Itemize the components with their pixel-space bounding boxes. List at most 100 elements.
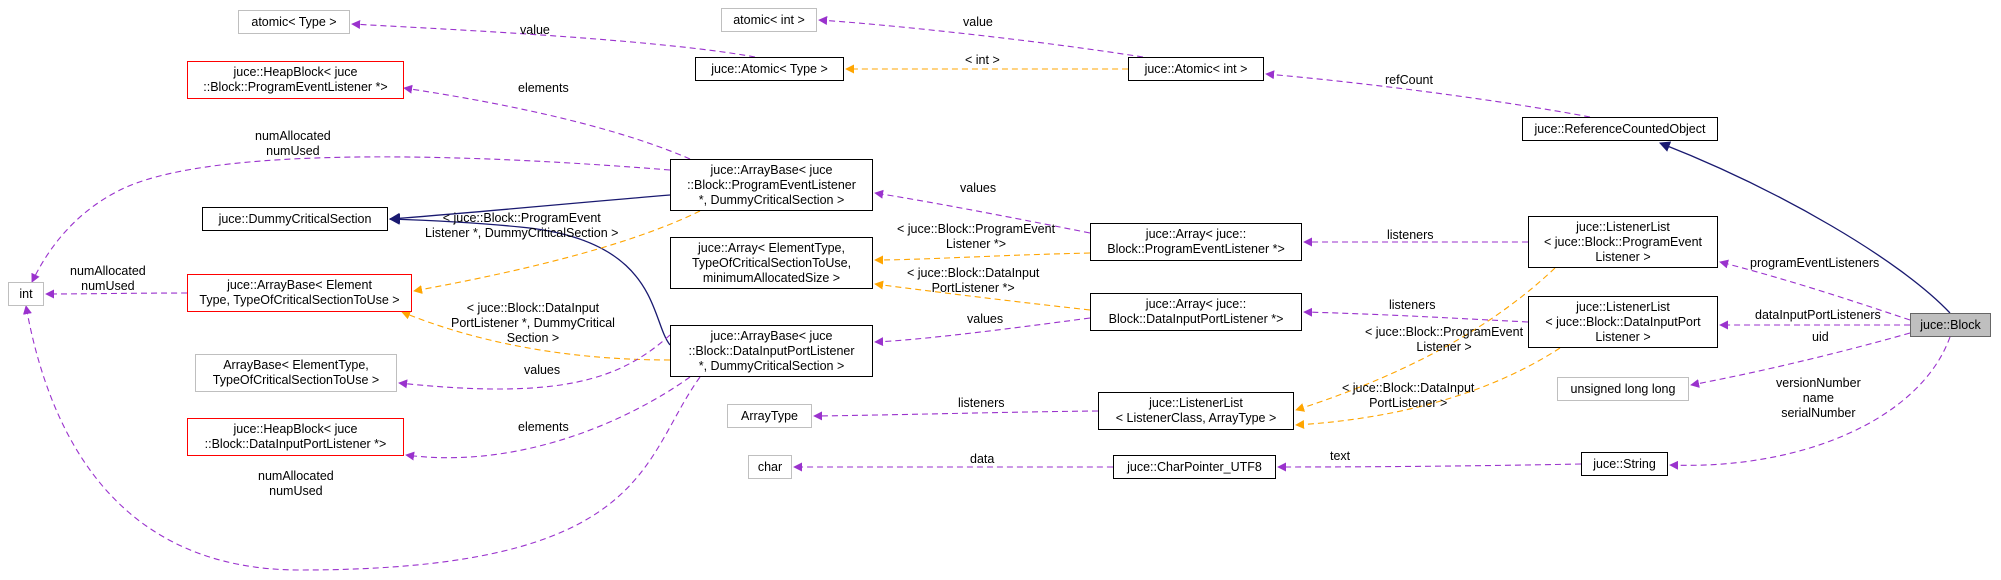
edge-block-to-string <box>1669 336 1951 470</box>
node-listenerlist-program-event-listener[interactable]: juce::ListenerList< juce::Block::Program… <box>1528 216 1718 268</box>
edge-label-line: < juce::Block::DataInput <box>466 301 600 315</box>
node-text-line: Listener > <box>1595 329 1651 344</box>
node-text-line: *, DummyCriticalSection > <box>698 192 845 207</box>
node-text-line: Block::DataInputPortListener *> <box>1108 312 1284 326</box>
edge-string-to-charptr <box>1277 462 1582 472</box>
edge-label-line: < int > <box>965 53 1000 67</box>
node-atomic-int-class[interactable]: juce::Atomic< int > <box>1128 57 1264 81</box>
edge-label-line: programEventListeners <box>1750 256 1880 270</box>
node-array-data-input-port-listener[interactable]: juce::Array< juce::Block::DataInputPortL… <box>1090 293 1302 331</box>
node-atomic-type[interactable]: atomic< Type > <box>238 10 350 34</box>
edge-label-value-atomic-int: value <box>963 15 993 30</box>
edge-label-data: data <box>970 452 994 467</box>
node-text-line: ::Block::DataInputPortListener <box>688 343 855 358</box>
edge-label-line: numAllocated <box>255 129 331 143</box>
edge-label-line: dataInputPortListeners <box>1755 308 1881 322</box>
edge-label-line: listeners <box>1387 228 1434 242</box>
node-heapblock-data-input-port-listener[interactable]: juce::HeapBlock< juce::Block::DataInputP… <box>187 418 404 456</box>
edge-label-line: refCount <box>1385 73 1433 87</box>
node-atomic-int[interactable]: atomic< int > <box>721 8 817 32</box>
edge-label-listeners-arraytype: listeners <box>958 396 1005 411</box>
node-text-line: < juce::Block::DataInputPort <box>1545 314 1701 329</box>
edge-label-elements-heapblock-dipl: elements <box>518 420 569 435</box>
node-arraybase-program-event-listener[interactable]: juce::ArrayBase< juce::Block::ProgramEve… <box>670 159 873 211</box>
node-text-line: Block::ProgramEventListener *> <box>1107 242 1285 256</box>
edge-label-line: < juce::Block::ProgramEvent <box>442 211 601 225</box>
edge-label-value-atomic-type: value <box>520 23 550 38</box>
edge-label-line: < juce::Block::ProgramEvent <box>1365 325 1524 339</box>
edge-label-line: value <box>963 15 993 29</box>
node-text-line: juce::String <box>1593 456 1656 471</box>
node-reference-counted-object[interactable]: juce::ReferenceCountedObject <box>1522 117 1718 141</box>
edge-arraypel-to-arraybase-pel <box>874 189 1091 234</box>
node-juce-string[interactable]: juce::String <box>1581 452 1668 476</box>
edge-arraypel-to-array-generic <box>874 252 1091 265</box>
edge-lldipl-to-arraydipl <box>1303 307 1529 323</box>
node-text-line: ::Block::ProgramEventListener <box>687 177 856 192</box>
node-text-line: int <box>19 286 33 301</box>
node-atomic-type-class[interactable]: juce::Atomic< Type > <box>695 57 844 81</box>
node-array-generic[interactable]: juce::Array< ElementType,TypeOfCriticalS… <box>670 237 873 289</box>
node-heapblock-program-event-listener[interactable]: juce::HeapBlock< juce::Block::ProgramEve… <box>187 61 404 99</box>
edge-label-line: < juce::Block::DataInput <box>907 266 1040 280</box>
node-text-line: Listener > <box>1595 249 1651 264</box>
node-text-line: juce::HeapBlock< juce <box>233 65 358 79</box>
edge-label-line: Listener *> <box>945 237 1007 251</box>
node-text-line: juce::ArrayBase< juce <box>710 328 833 343</box>
edge-label-values-array-generic: values <box>967 312 1003 327</box>
node-char[interactable]: char <box>748 455 792 479</box>
node-text-line: unsigned long long <box>1570 381 1676 396</box>
node-array-program-event-listener[interactable]: juce::Array< juce::Block::ProgramEventLi… <box>1090 223 1302 261</box>
node-text-line: juce::HeapBlock< juce <box>233 422 358 436</box>
node-arraybase-external[interactable]: ArrayBase< ElementType,TypeOfCriticalSec… <box>195 354 397 392</box>
edge-label-line: numAllocated <box>258 469 334 483</box>
node-listenerlist-data-input-port-listener[interactable]: juce::ListenerList< juce::Block::DataInp… <box>1528 296 1718 348</box>
node-text-line: juce::ArrayBase< Element <box>227 278 372 292</box>
edge-arraybase-pel-to-int <box>31 156 671 283</box>
node-text-line: char <box>757 459 783 474</box>
node-text-line: TypeOfCriticalSectionToUse > <box>212 373 380 387</box>
edge-label-line: numAllocated <box>70 264 146 278</box>
edge-label-line: values <box>524 363 561 377</box>
node-text-line: juce::ReferenceCountedObject <box>1534 121 1706 136</box>
node-int[interactable]: int <box>8 282 44 306</box>
edge-label-line: listeners <box>1389 298 1436 312</box>
edge-arraybase-generic-to-int <box>45 289 188 299</box>
node-text-line: juce::Array< juce:: <box>1145 297 1247 311</box>
edge-label-data-input-port-listeners: dataInputPortListeners <box>1755 308 1881 323</box>
node-text-line: ArrayBase< ElementType, <box>223 358 369 372</box>
edge-label-line: values <box>967 312 1004 326</box>
node-text-line: juce::Block <box>1920 317 1981 332</box>
node-text-line: juce::ArrayBase< juce <box>710 162 833 177</box>
node-text-line: juce::ListenerList <box>1576 219 1670 234</box>
node-text-line: < juce::Block::ProgramEvent <box>1543 234 1703 249</box>
edge-label-line: text <box>1330 449 1351 463</box>
edge-label-line: numUsed <box>81 279 135 293</box>
edge-arraybase-pel-tpl-to-arraybase-generic <box>413 210 701 294</box>
node-charpointer-utf8[interactable]: juce::CharPointer_UTF8 <box>1113 455 1276 479</box>
node-dummy-critical-section[interactable]: juce::DummyCriticalSection <box>202 207 388 231</box>
node-arraybase-data-input-port-listener[interactable]: juce::ArrayBase< juce::Block::DataInputP… <box>670 325 873 377</box>
node-arraytype[interactable]: ArrayType <box>727 404 812 428</box>
node-text-line: ::Block::DataInputPortListener *> <box>204 437 387 451</box>
edge-arraybase-dipl-to-heapblock-dipl <box>405 376 691 461</box>
edge-arraybase-pel-to-dummycs <box>388 194 671 224</box>
node-listenerlist-generic[interactable]: juce::ListenerList< ListenerClass, Array… <box>1098 392 1294 430</box>
edge-llgeneric-to-arraytype <box>813 410 1099 421</box>
edge-label-values-arraybase: values <box>960 181 996 196</box>
edge-label-line: versionNumber <box>1776 376 1861 390</box>
node-unsigned-long-long[interactable]: unsigned long long <box>1557 377 1689 401</box>
edge-label-elements-heapblock: elements <box>518 81 569 96</box>
node-juce-block[interactable]: juce::Block <box>1910 313 1991 337</box>
node-text-line: *, DummyCriticalSection > <box>698 358 845 373</box>
edge-label-line: PortListener *, DummyCritical <box>451 316 615 330</box>
edge-arraybase-dipl-to-dummycs <box>388 213 671 346</box>
